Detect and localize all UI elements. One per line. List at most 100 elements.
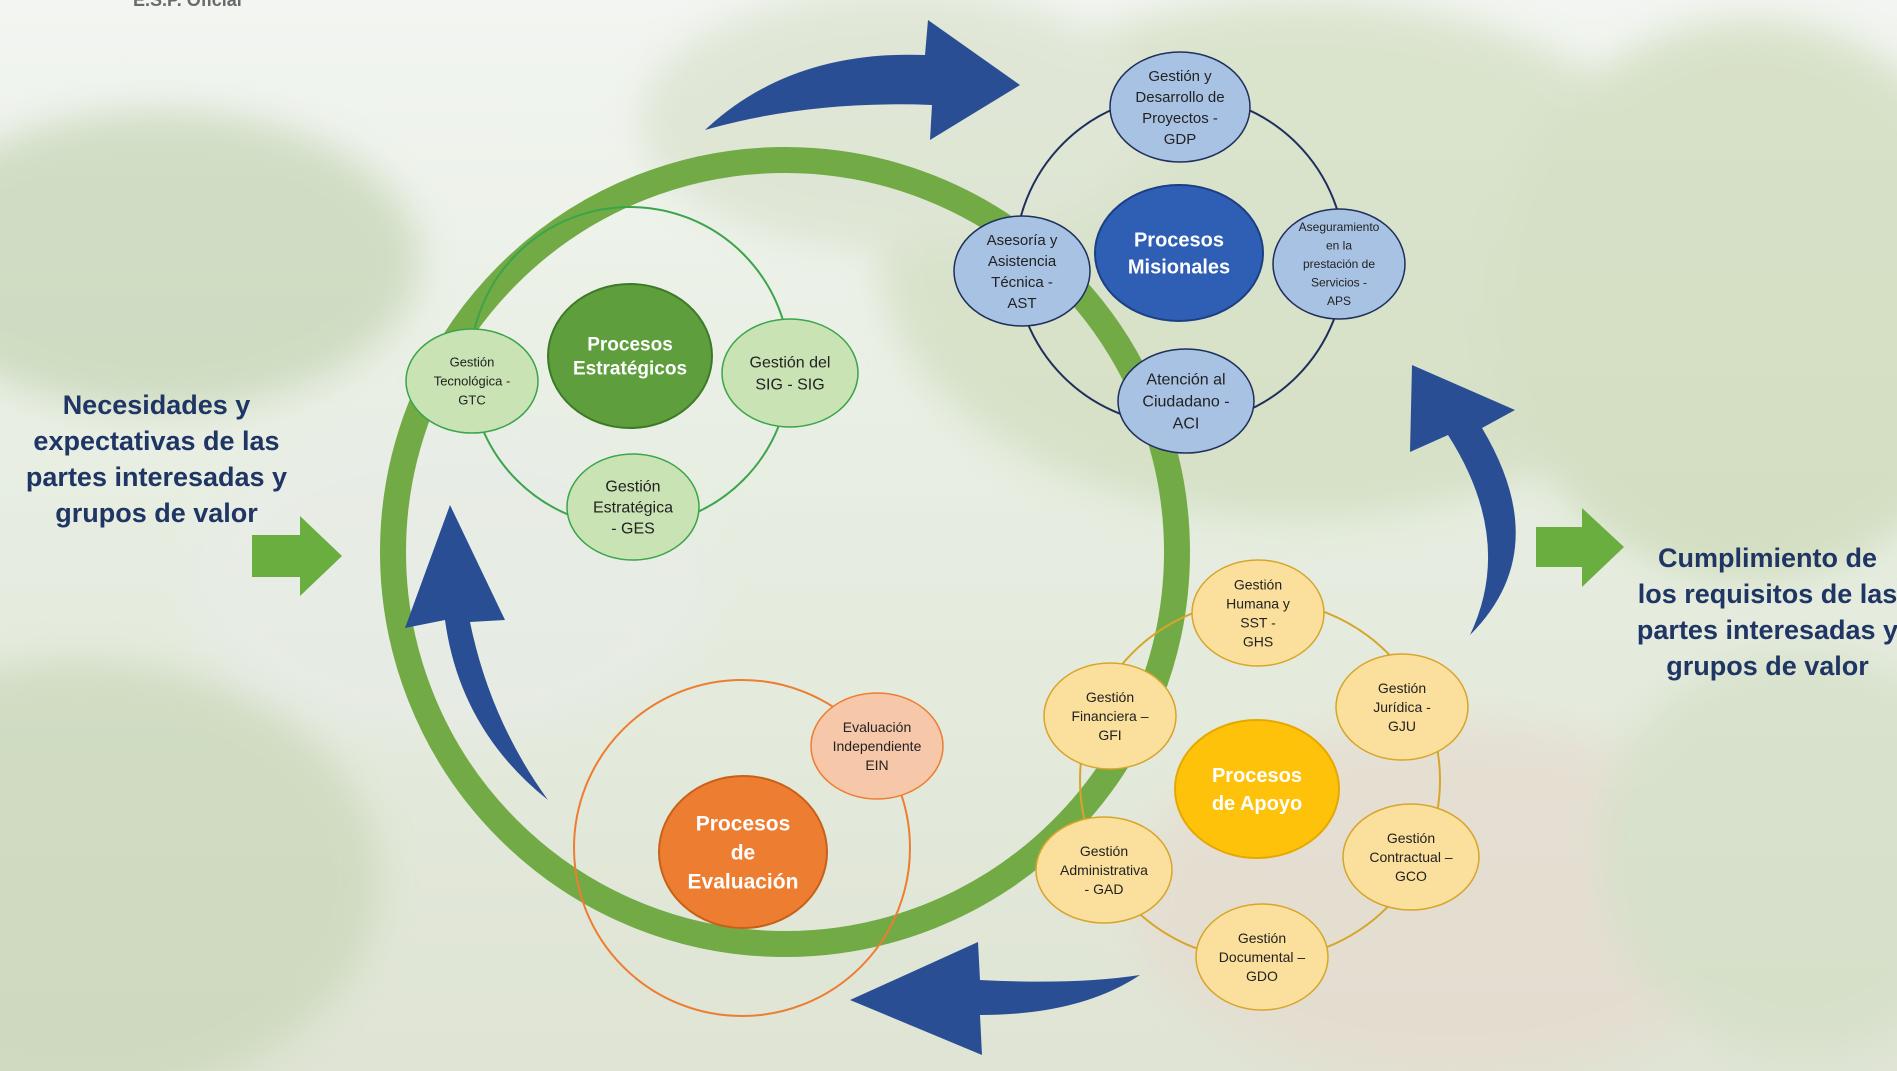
node-label-line: SIG - SIG [755,377,824,394]
node-label-line: Gestión del [750,355,831,372]
node-label-line: Evaluación [843,719,912,735]
node-label-line: - GAD [1085,881,1124,897]
node-label-line: Financiera – [1071,708,1148,724]
node-label-line: Gestión [1234,576,1282,592]
node-label-line: Documental – [1219,949,1306,965]
node-label-line: Gestión [605,479,660,496]
node-label-line: Jurídica - [1373,699,1431,715]
input-arrow-icon [252,516,342,596]
node-label-line: Contractual – [1369,849,1452,865]
cycle-arrow-right-icon [1410,365,1516,635]
node-label-line: APS [1327,294,1351,308]
node-label-line: Servicios - [1311,276,1367,290]
output-compliance-text: Cumplimiento de los requisitos de las pa… [1636,543,1897,681]
node-apoyo-center: Procesos de Apoyo [1174,719,1340,859]
node-label-line: GDO [1246,968,1278,984]
input-needs-text: Necesidades y expectativas de las partes… [25,390,288,528]
node-label-line: prestación de [1303,257,1375,271]
node-label-line: GHS [1243,633,1273,649]
evaluacion-group-outline [573,679,911,1017]
node-label-line: Gestión [450,355,495,370]
corner-text: E.S.P. Oficial [133,0,242,10]
node-label-line: Proyectos - [1142,110,1218,127]
node-gdp: Gestión y Desarrollo de Proyectos - GDP [1109,51,1251,163]
node-label-line: Gestión [1080,843,1128,859]
node-label: Procesos de Apoyo [1212,765,1302,815]
node-label-line: Estratégica [593,500,673,517]
cycle-arrow-top-icon [705,20,1020,140]
process-cycle-ring [380,147,1190,957]
node-label-line: Tecnológica - [434,374,511,389]
node-label-line: GFI [1098,727,1121,743]
node-label-line: Estratégicos [573,359,687,380]
node-label-line: - GES [611,521,655,538]
node-label-line: Asesoría y [987,232,1058,249]
node-label-line: Gestión [1238,930,1286,946]
node-label: Gestión y Desarrollo de Proyectos - GDP [1135,68,1224,148]
node-label-line: Procesos [587,335,673,356]
node-label-line: Gestión y [1148,68,1212,85]
node-label-line: Procesos [1134,230,1224,252]
node-label-line: Gestión [1086,689,1134,705]
node-label-line: GCO [1395,868,1427,884]
node-label-line: Gestión [1378,680,1426,696]
node-label-line: Procesos [1212,765,1302,787]
node-label-line: Administrativa [1060,862,1148,878]
node-label-line: Independiente [833,738,922,754]
node-label-line: Gestión [1387,830,1435,846]
node-label-line: Atención al [1146,372,1225,389]
node-label-line: AST [1007,295,1036,312]
node-aps: Aseguramiento en la prestación de Servicios… [1272,208,1406,320]
node-aci: Atención al Ciudadano - ACI [1117,348,1255,454]
node-label-line: ACI [1173,416,1200,433]
node-label-line: Humana y [1226,595,1290,611]
node-label-line: GTC [458,393,485,408]
node-label: Atención al Ciudadano - ACI [1142,372,1229,433]
output-arrow-icon [1536,508,1624,587]
node-label-line: de [731,841,756,864]
node-label-line: Misionales [1128,257,1230,279]
node-label: Aseguramiento en la prestación de Servicios… [1299,220,1380,308]
node-label-line: EIN [865,757,888,773]
node-label-line: en la [1326,239,1352,253]
node-label-line: Técnica - [991,274,1053,291]
node-label-line: Aseguramiento [1299,220,1380,234]
cycle-arrow-left-icon [405,505,548,800]
node-label-line: Evaluación [688,870,799,893]
node-label-line: Procesos [696,812,791,835]
cycle-arrow-bottom-icon [850,942,1140,1055]
node-label-line: SST - [1240,614,1276,630]
node-label-line: GDP [1164,131,1197,148]
node-label-line: Desarrollo de [1135,89,1224,106]
node-label-line: de Apoyo [1212,793,1302,815]
node-label-line: Ciudadano - [1142,394,1229,411]
